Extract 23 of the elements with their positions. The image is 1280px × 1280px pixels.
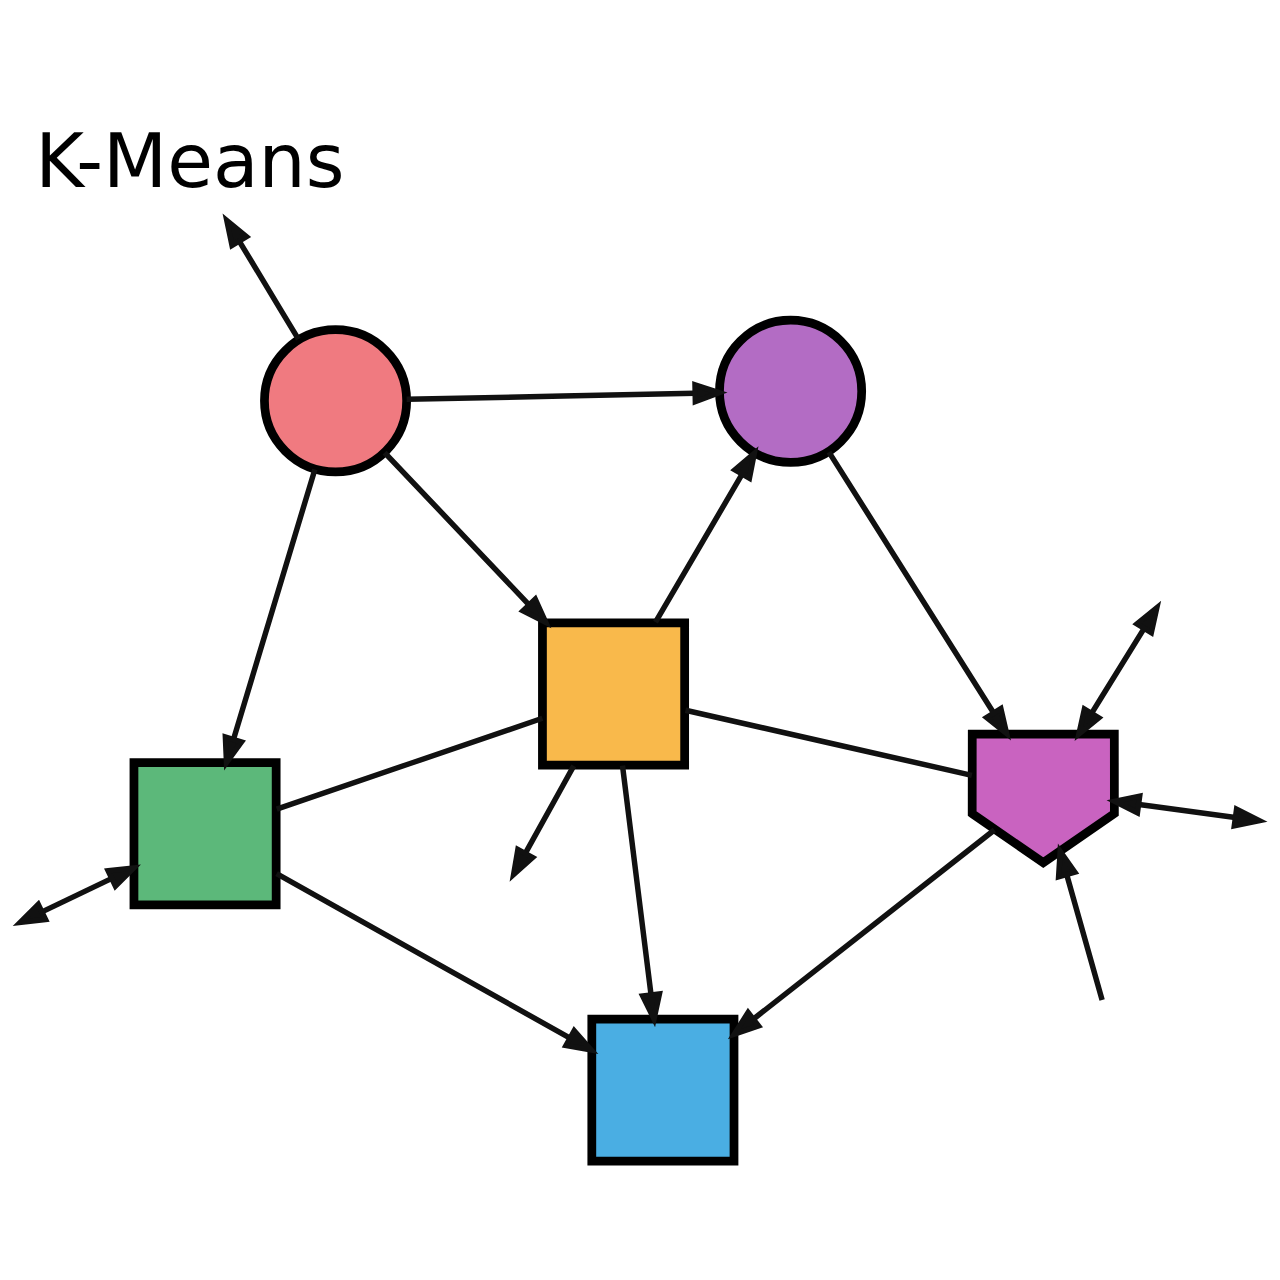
node-circle	[260, 325, 412, 477]
arrow	[222, 468, 318, 771]
diagram-title: K-Means	[35, 118, 345, 206]
arrow	[382, 450, 552, 629]
arrow	[727, 827, 996, 1040]
arrow	[406, 381, 728, 406]
node-box	[538, 618, 690, 770]
arrow	[826, 450, 1012, 741]
arrow	[653, 446, 759, 624]
node-box	[587, 1014, 739, 1166]
arrow	[1074, 600, 1162, 741]
arrow	[1106, 792, 1268, 830]
connector	[684, 707, 973, 778]
arrow	[275, 871, 599, 1054]
node-circle	[715, 315, 867, 467]
arrow	[619, 765, 663, 1028]
node-shield	[967, 729, 1119, 868]
arrow	[1055, 843, 1105, 1001]
node-box	[129, 758, 281, 910]
arrow	[509, 764, 577, 882]
arrow	[222, 213, 301, 341]
connector	[275, 715, 544, 812]
arrow	[12, 864, 141, 926]
